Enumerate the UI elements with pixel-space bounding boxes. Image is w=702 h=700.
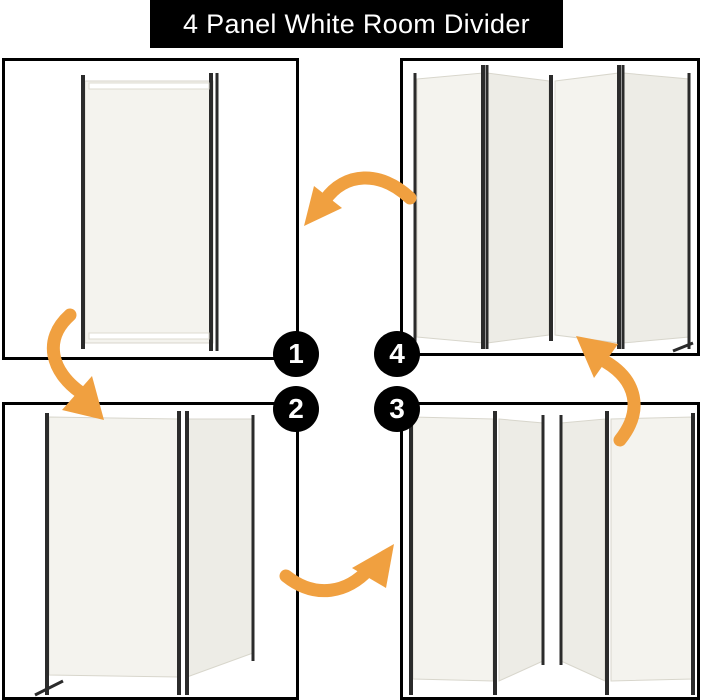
room-divider-two-panel-illustration <box>34 411 255 697</box>
step-3-image <box>400 402 700 700</box>
step-4-image <box>400 58 700 356</box>
room-divider-four-panel-pairs-illustration <box>409 411 695 695</box>
step-2-image <box>2 402 299 700</box>
room-divider-folded-illustration <box>81 73 219 351</box>
step-2-badge: 2 <box>273 386 319 432</box>
curved-arrow-icon <box>279 544 394 598</box>
step-4-badge: 4 <box>374 331 420 377</box>
step-1-image <box>2 58 299 360</box>
curved-arrow-icon <box>576 336 641 447</box>
curved-arrow-icon <box>46 308 104 420</box>
step-3-badge: 3 <box>374 386 420 432</box>
page-title: 4 Panel White Room Divider <box>150 0 563 48</box>
room-divider-fully-open-illustration <box>413 65 694 353</box>
step-1-badge: 1 <box>273 331 319 377</box>
curved-arrow-icon <box>304 171 417 226</box>
